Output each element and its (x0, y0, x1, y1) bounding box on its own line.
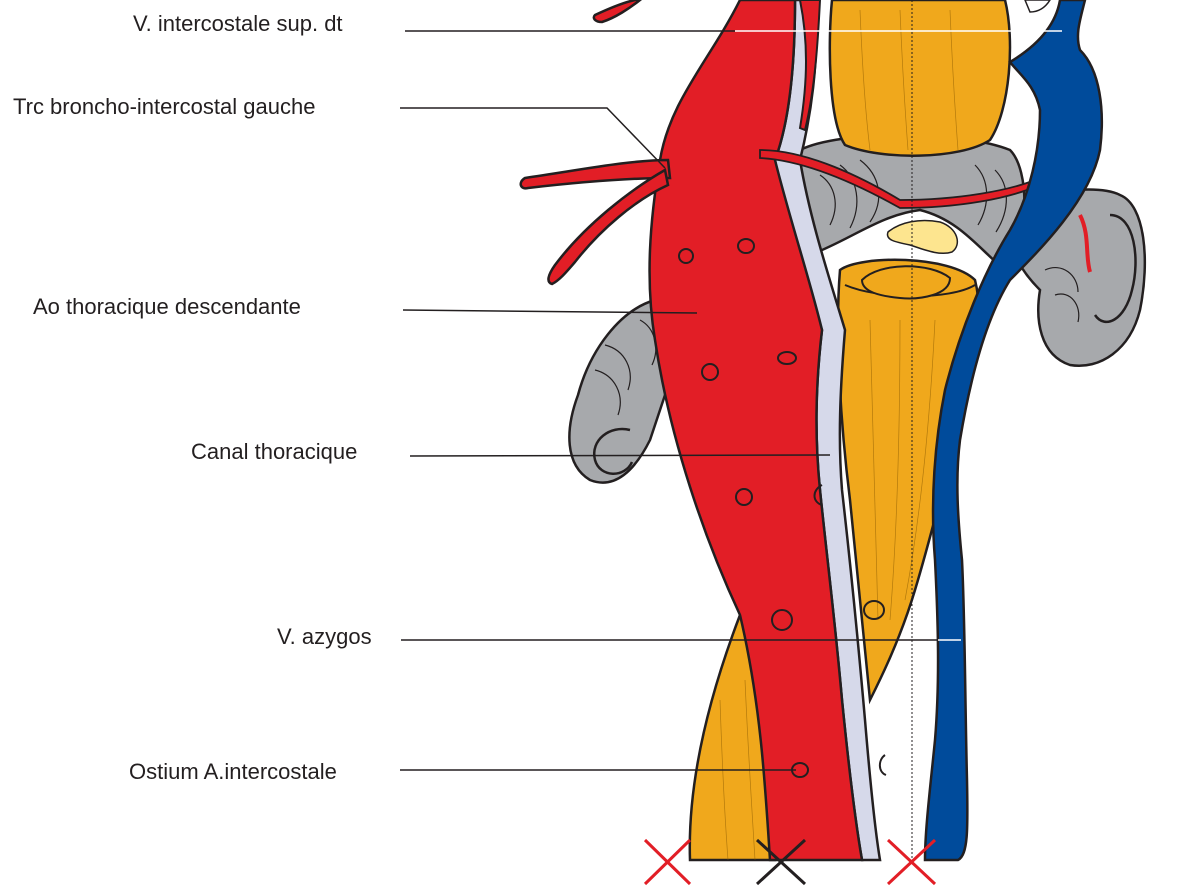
intercostal-vein-small (1025, 0, 1050, 12)
label-canal-thoracique: Canal thoracique (191, 441, 357, 463)
label-v-intercostale-sup-dt: V. intercostale sup. dt (133, 13, 343, 35)
fat-pad (887, 220, 957, 253)
intercostal-vein-top (594, 0, 640, 22)
x-marker-right (888, 840, 935, 884)
label-ostium-a-intercostale: Ostium A.intercostale (129, 761, 337, 783)
x-marker-left (645, 840, 690, 884)
label-ao-thoracique-descendante: Ao thoracique descendante (33, 296, 301, 318)
label-v-azygos: V. azygos (277, 626, 372, 648)
label-trc-broncho-intercostal-gauche: Trc broncho-intercostal gauche (13, 96, 315, 118)
muscle-upper (830, 0, 1010, 156)
